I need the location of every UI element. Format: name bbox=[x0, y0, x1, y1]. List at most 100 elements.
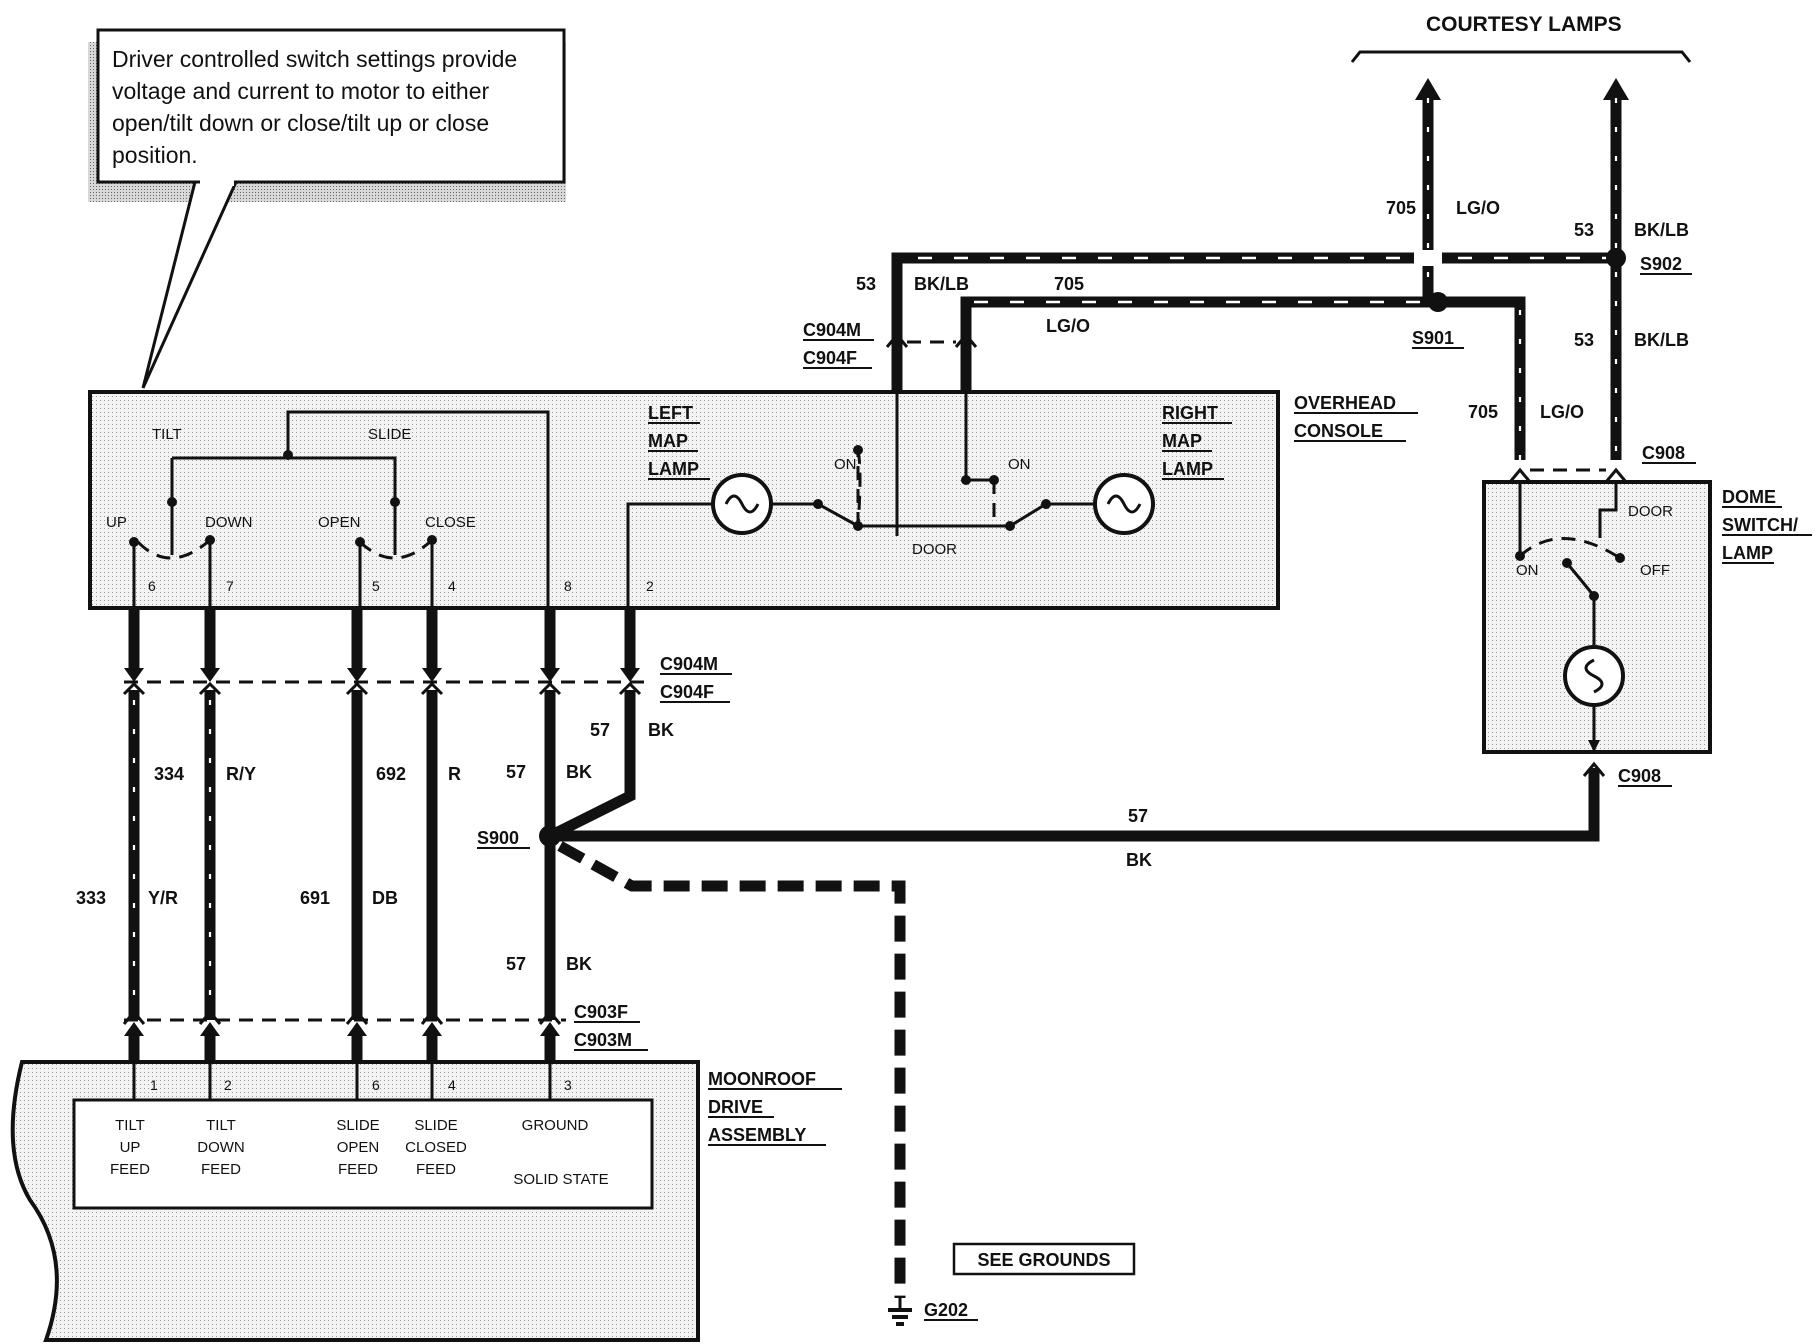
wire-lgo-console-label: LG/O bbox=[1046, 316, 1090, 336]
top-wires bbox=[885, 98, 1626, 460]
wire-57-dome-label: 57 bbox=[1128, 806, 1148, 826]
lower-wires bbox=[122, 608, 1606, 1326]
wire-57-lower-label: 57 bbox=[506, 954, 526, 974]
wire-bklb-dome-label: BK/LB bbox=[1634, 330, 1689, 350]
left-map-lamp-line2: MAP bbox=[648, 431, 688, 451]
moonroof-pin-3: 3 bbox=[564, 1077, 572, 1093]
c908-bottom-label: C908 bbox=[1618, 766, 1661, 786]
callout-line-3: open/tilt down or close/tilt up or close bbox=[112, 110, 489, 136]
wire-53-dome-label: 53 bbox=[1574, 330, 1594, 350]
open-label: OPEN bbox=[318, 514, 361, 531]
console-pin-7: 7 bbox=[226, 578, 234, 594]
left-map-lamp-line3: LAMP bbox=[648, 459, 699, 479]
callout-line-4: position. bbox=[112, 142, 198, 168]
c904f-label: C904F bbox=[660, 682, 714, 702]
on-left-label: ON bbox=[834, 456, 857, 473]
dome-name-1: DOME bbox=[1722, 487, 1776, 507]
right-map-lamp-line3: LAMP bbox=[1162, 459, 1213, 479]
tilt-down-feed-2: DOWN bbox=[197, 1139, 245, 1156]
moonroof-pin-4: 4 bbox=[448, 1077, 456, 1093]
courtesy-lamps: COURTESY LAMPS bbox=[1350, 13, 1692, 100]
wire-bk-lower-label: BK bbox=[566, 954, 592, 974]
arrow-up-icon bbox=[1415, 78, 1441, 100]
right-map-lamp-line2: MAP bbox=[1162, 431, 1202, 451]
c904m-top-label: C904M bbox=[803, 320, 861, 340]
close-label: CLOSE bbox=[425, 514, 476, 531]
wire-53-label: 53 bbox=[1574, 220, 1594, 240]
wire-691-label: 691 bbox=[300, 888, 330, 908]
right-map-lamp-line1: RIGHT bbox=[1162, 403, 1218, 423]
callout: Driver controlled switch settings provid… bbox=[88, 28, 566, 389]
wire-bk-dome-label: BK bbox=[1126, 850, 1152, 870]
wire-lgo-dome-label: LG/O bbox=[1540, 402, 1584, 422]
up-label: UP bbox=[106, 514, 127, 531]
wire-r-label: R bbox=[448, 764, 461, 784]
wire-692-label: 692 bbox=[376, 764, 406, 784]
wire-705-dome-label: 705 bbox=[1468, 402, 1498, 422]
wire-333-label: 333 bbox=[76, 888, 106, 908]
dome-door-label: DOOR bbox=[1628, 503, 1673, 520]
console-pin-5: 5 bbox=[372, 578, 380, 594]
splice-s902 bbox=[1606, 248, 1626, 268]
see-grounds-label: SEE GROUNDS bbox=[977, 1250, 1110, 1270]
tilt-up-feed-3: FEED bbox=[110, 1161, 150, 1178]
moonroof-drive-assembly: 1 2 6 4 3 TILT UP FEED TILT DOWN FEED SL… bbox=[10, 1060, 700, 1342]
tilt-label: TILT bbox=[152, 426, 182, 443]
moonroof-name-3: ASSEMBLY bbox=[708, 1125, 806, 1145]
c903m-label: C903M bbox=[574, 1030, 632, 1050]
tilt-down-feed-3: FEED bbox=[201, 1161, 241, 1178]
moonroof-name-1: MOONROOF bbox=[708, 1069, 816, 1089]
left-map-lamp-line1: LEFT bbox=[648, 403, 693, 423]
overhead-console-name-1: OVERHEAD bbox=[1294, 393, 1396, 413]
arrow-up-icon bbox=[1603, 78, 1629, 100]
wire-db-label: DB bbox=[372, 888, 398, 908]
s901-label: S901 bbox=[1412, 328, 1454, 348]
c904f-top-label: C904F bbox=[803, 348, 857, 368]
moonroof-name-2: DRIVE bbox=[708, 1097, 763, 1117]
g202-label: G202 bbox=[924, 1300, 968, 1320]
slide-closed-feed-1: SLIDE bbox=[414, 1117, 457, 1134]
dome-name-2: SWITCH/ bbox=[1722, 515, 1798, 535]
slide-open-feed-3: FEED bbox=[338, 1161, 378, 1178]
wire-705-console-label: 705 bbox=[1054, 274, 1084, 294]
moonroof-pin-6: 6 bbox=[372, 1077, 380, 1093]
c904m-label: C904M bbox=[660, 654, 718, 674]
callout-line-1: Driver controlled switch settings provid… bbox=[112, 46, 517, 72]
moonroof-pin-1: 1 bbox=[150, 1077, 158, 1093]
wire-ry-label: R/Y bbox=[226, 764, 256, 784]
callout-line-2: voltage and current to motor to either bbox=[112, 78, 489, 104]
overhead-console-name-2: CONSOLE bbox=[1294, 421, 1383, 441]
slide-label: SLIDE bbox=[368, 426, 411, 443]
dome-off-label: OFF bbox=[1640, 562, 1670, 579]
wire-57-mid-label: 57 bbox=[506, 762, 526, 782]
dome-on-label: ON bbox=[1516, 562, 1539, 579]
splice-s901 bbox=[1428, 292, 1448, 312]
courtesy-lamps-label: COURTESY LAMPS bbox=[1426, 13, 1622, 36]
slide-open-feed-1: SLIDE bbox=[336, 1117, 379, 1134]
dome-name-3: LAMP bbox=[1722, 543, 1773, 563]
slide-open-feed-2: OPEN bbox=[337, 1139, 380, 1156]
see-grounds-box[interactable] bbox=[952, 1242, 1136, 1276]
s900-label: S900 bbox=[477, 828, 519, 848]
wire-57-upper-label: 57 bbox=[590, 720, 610, 740]
wire-bklb-label: BK/LB bbox=[1634, 220, 1689, 240]
tilt-up-feed-2: UP bbox=[120, 1139, 141, 1156]
dome-switch-lamp: DOOR ON OFF bbox=[1482, 467, 1712, 754]
wire-lgo-label: LG/O bbox=[1456, 198, 1500, 218]
console-pin-6: 6 bbox=[148, 578, 156, 594]
s902-label: S902 bbox=[1640, 254, 1682, 274]
moonroof-pin-2: 2 bbox=[224, 1077, 232, 1093]
c908-top-label: C908 bbox=[1642, 443, 1685, 463]
wire-53-console-label: 53 bbox=[856, 274, 876, 294]
console-pin-4: 4 bbox=[448, 578, 456, 594]
wire-705-label: 705 bbox=[1386, 198, 1416, 218]
console-pin-8: 8 bbox=[564, 578, 572, 594]
tilt-up-feed-1: TILT bbox=[115, 1117, 145, 1134]
on-right-label: ON bbox=[1008, 456, 1031, 473]
wire-334-label: 334 bbox=[154, 764, 184, 784]
tilt-down-feed-1: TILT bbox=[206, 1117, 236, 1134]
wire-bk-mid-label: BK bbox=[566, 762, 592, 782]
wire-bk-upper-label: BK bbox=[648, 720, 674, 740]
door-label: DOOR bbox=[912, 541, 957, 558]
